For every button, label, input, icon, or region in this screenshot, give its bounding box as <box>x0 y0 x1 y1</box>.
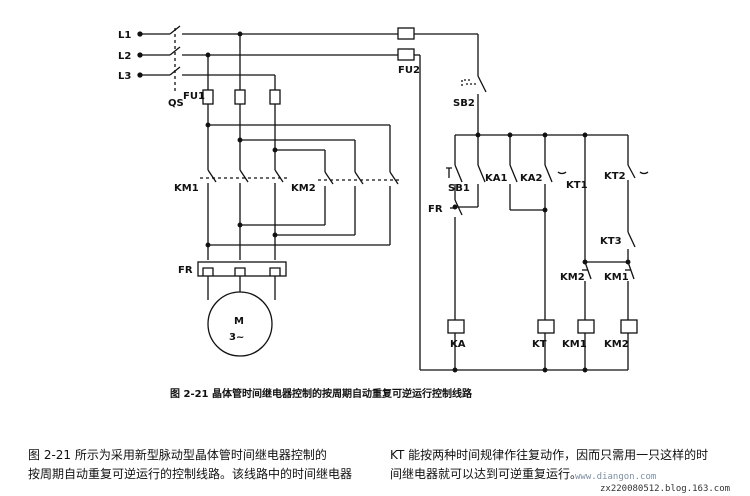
label-coil-kt: KT <box>532 339 547 350</box>
label-l1: L1 <box>118 30 131 41</box>
label-km1-main: KM1 <box>174 183 199 194</box>
supply-lines <box>137 25 405 92</box>
figure-caption: 图 2-21 晶体管时间继电器控制的按周期自动重复可逆运行控制线路 <box>170 389 472 400</box>
label-fu1: FU1 <box>183 91 205 102</box>
label-l3: L3 <box>118 71 131 82</box>
label-km2-contact: KM2 <box>560 272 585 283</box>
label-fr-contact: FR <box>428 204 443 215</box>
control-circuit-diagram: L1 L2 L3 FU1 QS FU2 SB2 KM1 KM2 FR M 3~ … <box>118 25 649 373</box>
label-kt2: KT2 <box>604 171 626 182</box>
control-circuit <box>420 75 649 373</box>
label-km2-main: KM2 <box>291 183 316 194</box>
label-qs: QS <box>168 98 184 109</box>
label-ka2: KA2 <box>520 173 542 184</box>
label-l2: L2 <box>118 51 131 62</box>
label-coil-km2: KM2 <box>604 339 629 350</box>
label-km1-contact: KM1 <box>604 272 629 283</box>
watermark-blog: zx220080512.blog.163.com <box>600 484 731 494</box>
paragraph-right: KT 能按两种时间规律作往复动作，因而只需用一只这样的时 间继电器就可以达到可逆… <box>390 446 708 484</box>
fu2-fuses <box>397 27 479 370</box>
label-kt3: KT3 <box>600 236 622 247</box>
paragraph-right-line2: 间继电器就可以达到可逆重复运行。 <box>390 467 583 481</box>
paragraph-left-line2: 按周期自动重复可逆运行的控制线路。该线路中的时间继电器 <box>28 467 353 481</box>
main-power-circuit <box>197 31 400 357</box>
label-motor-m: M <box>234 316 244 327</box>
label-motor-phase: 3~ <box>229 332 244 343</box>
label-ka1: KA1 <box>485 173 507 184</box>
label-sb2: SB2 <box>453 98 475 109</box>
label-sb1: SB1 <box>448 183 470 194</box>
watermark-site: www.diangon.com <box>575 472 657 482</box>
paragraph-left: 图 2-21 所示为采用新型脉动型晶体管时间继电器控制的 按周期自动重复可逆运行… <box>28 446 352 484</box>
label-coil-ka: KA <box>450 339 466 350</box>
label-kt1: KT1 <box>566 180 588 191</box>
paragraph-right-line1: KT 能按两种时间规律作往复动作，因而只需用一只这样的时 <box>390 448 709 462</box>
label-coil-km1: KM1 <box>562 339 587 350</box>
label-fr-relay: FR <box>178 265 193 276</box>
label-fu2: FU2 <box>398 65 420 76</box>
paragraph-left-line1: 图 2-21 所示为采用新型脉动型晶体管时间继电器控制的 <box>28 448 327 462</box>
